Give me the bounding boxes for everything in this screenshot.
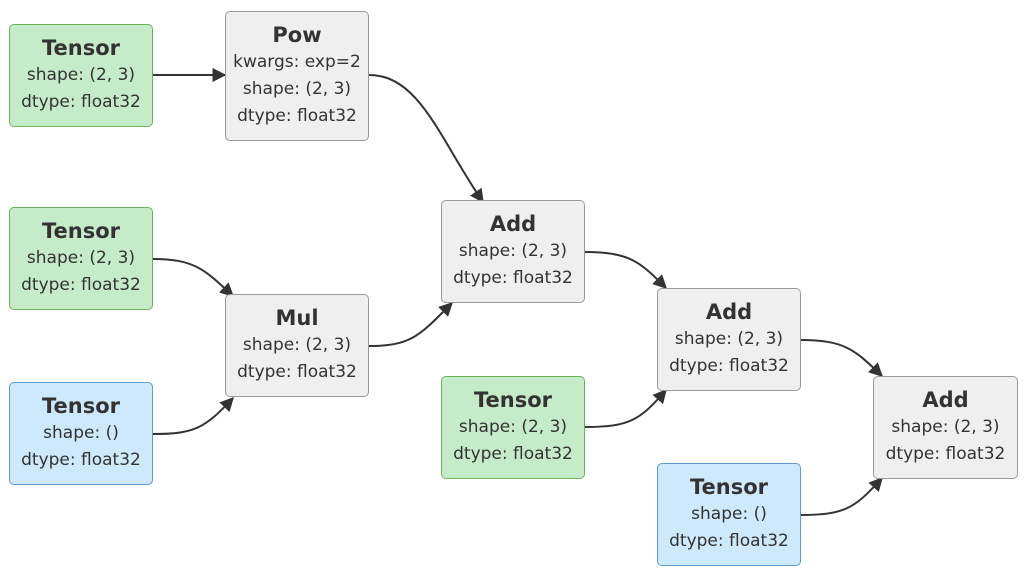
edge-add2-to-add3 xyxy=(800,339,884,377)
node-dtype: dtype: float32 xyxy=(237,362,357,382)
node-title: Pow xyxy=(272,23,322,47)
tensor-node-2: Tensor shape: (2, 3) dtype: float32 xyxy=(9,207,153,310)
edge-tensor2-to-mul xyxy=(152,258,235,297)
node-dtype: dtype: float32 xyxy=(21,450,141,470)
node-shape: shape: (2, 3) xyxy=(458,241,568,261)
node-title: Add xyxy=(489,212,537,236)
node-dtype: dtype: float32 xyxy=(453,268,573,288)
mul-node: Mul shape: (2, 3) dtype: float32 xyxy=(225,294,369,397)
tensor-node-5: Tensor shape: () dtype: float32 xyxy=(657,463,801,566)
node-shape: shape: () xyxy=(691,504,767,524)
node-title: Mul xyxy=(275,306,319,330)
node-title: Tensor xyxy=(41,219,120,243)
edge-mul-to-add1 xyxy=(368,302,453,347)
node-title: Add xyxy=(922,388,969,412)
node-title: Tensor xyxy=(41,394,120,418)
node-dtype: dtype: float32 xyxy=(669,356,789,376)
node-dtype: dtype: float32 xyxy=(237,106,357,126)
node-dtype: dtype: float32 xyxy=(453,444,573,464)
node-shape: shape: (2, 3) xyxy=(26,65,136,85)
node-shape: shape: (2, 3) xyxy=(26,248,136,268)
edge-add1-to-add2 xyxy=(584,251,667,289)
edge-tensor3-to-mul xyxy=(152,396,234,435)
node-shape: shape: (2, 3) xyxy=(891,417,1000,437)
tensor-node-4: Tensor shape: (2, 3) dtype: float32 xyxy=(441,376,585,479)
edge-tensor4-to-add2 xyxy=(584,388,667,428)
tensor-node-3: Tensor shape: () dtype: float32 xyxy=(9,382,153,485)
add-node-2: Add shape: (2, 3) dtype: float32 xyxy=(657,288,801,391)
node-shape: shape: () xyxy=(43,423,119,443)
pow-node: Pow kwargs: exp=2 shape: (2, 3) dtype: f… xyxy=(225,11,369,141)
node-dtype: dtype: float32 xyxy=(669,531,789,551)
node-dtype: dtype: float32 xyxy=(21,275,141,295)
node-dtype: dtype: float32 xyxy=(885,444,1006,464)
node-shape: shape: (2, 3) xyxy=(242,79,352,99)
node-title: Tensor xyxy=(689,475,768,499)
edge-pow-to-add1 xyxy=(368,74,484,204)
node-dtype: dtype: float32 xyxy=(21,92,141,112)
node-title: Tensor xyxy=(41,36,120,60)
add-node-3: Add shape: (2, 3) dtype: float32 xyxy=(873,376,1018,479)
edge-tensor5-to-add3 xyxy=(800,476,883,516)
node-shape: shape: (2, 3) xyxy=(458,417,568,437)
node-shape: shape: (2, 3) xyxy=(242,335,352,355)
tensor-node-1: Tensor shape: (2, 3) dtype: float32 xyxy=(9,24,153,127)
node-title: Tensor xyxy=(473,388,552,412)
node-kwargs: kwargs: exp=2 xyxy=(233,52,361,72)
node-title: Add xyxy=(705,300,753,324)
add-node-1: Add shape: (2, 3) dtype: float32 xyxy=(441,200,585,303)
node-shape: shape: (2, 3) xyxy=(674,329,784,349)
